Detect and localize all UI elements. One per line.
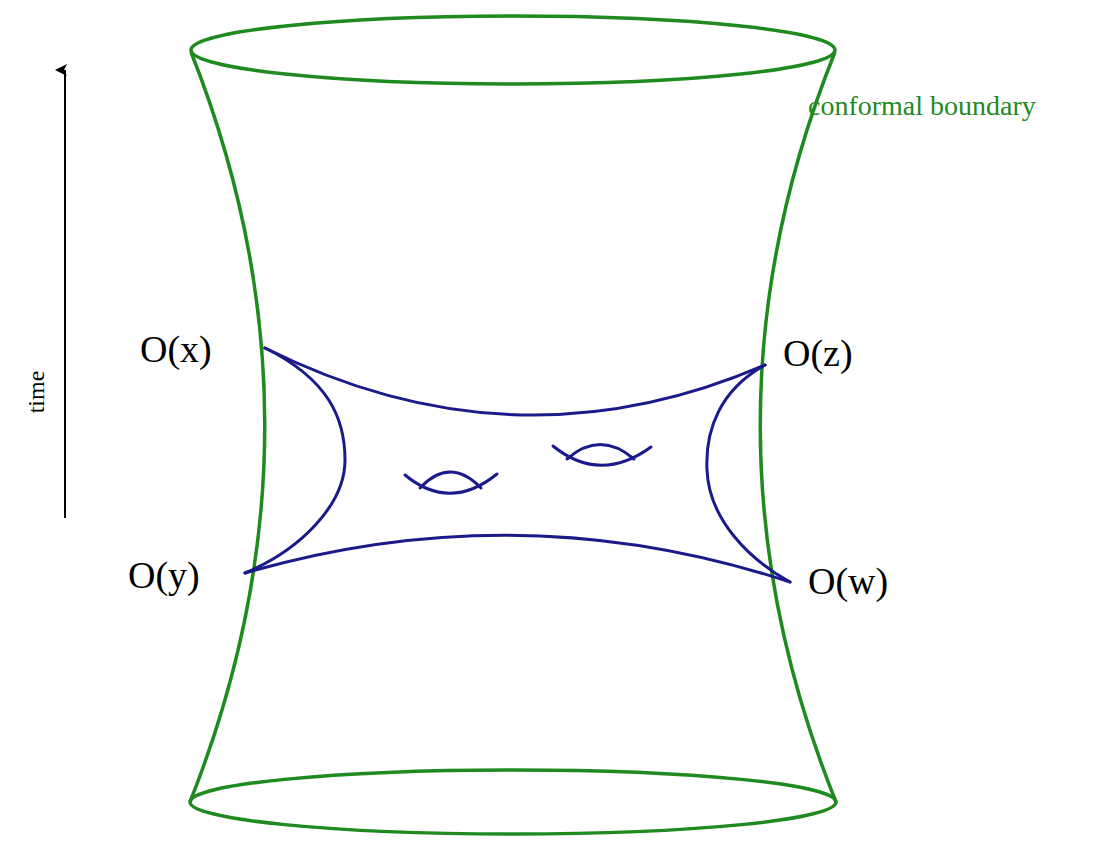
surface-right-edge (707, 365, 790, 582)
handle-smile (553, 446, 651, 465)
boundary-label: conformal boundary (808, 92, 1036, 120)
surface-left-edge (245, 348, 345, 573)
time-arrow (64, 70, 66, 518)
handle-frown (567, 445, 634, 460)
axis-label: time (24, 371, 48, 414)
handle-frown (420, 472, 481, 488)
conformal-boundary-cylinder (190, 16, 836, 834)
right-boundary (760, 52, 836, 802)
surface-top-edge (265, 348, 765, 415)
left-boundary (190, 52, 265, 802)
operator-label: O(x) (140, 330, 212, 368)
operator-label: O(w) (808, 562, 888, 600)
top-ellipse (191, 16, 835, 84)
surface-bottom-edge (245, 535, 790, 582)
wormhole-surface (245, 348, 790, 582)
operator-label: O(z) (783, 334, 853, 372)
bottom-ellipse (190, 770, 836, 834)
operator-label: O(y) (128, 556, 200, 594)
handle-smile (405, 474, 497, 493)
